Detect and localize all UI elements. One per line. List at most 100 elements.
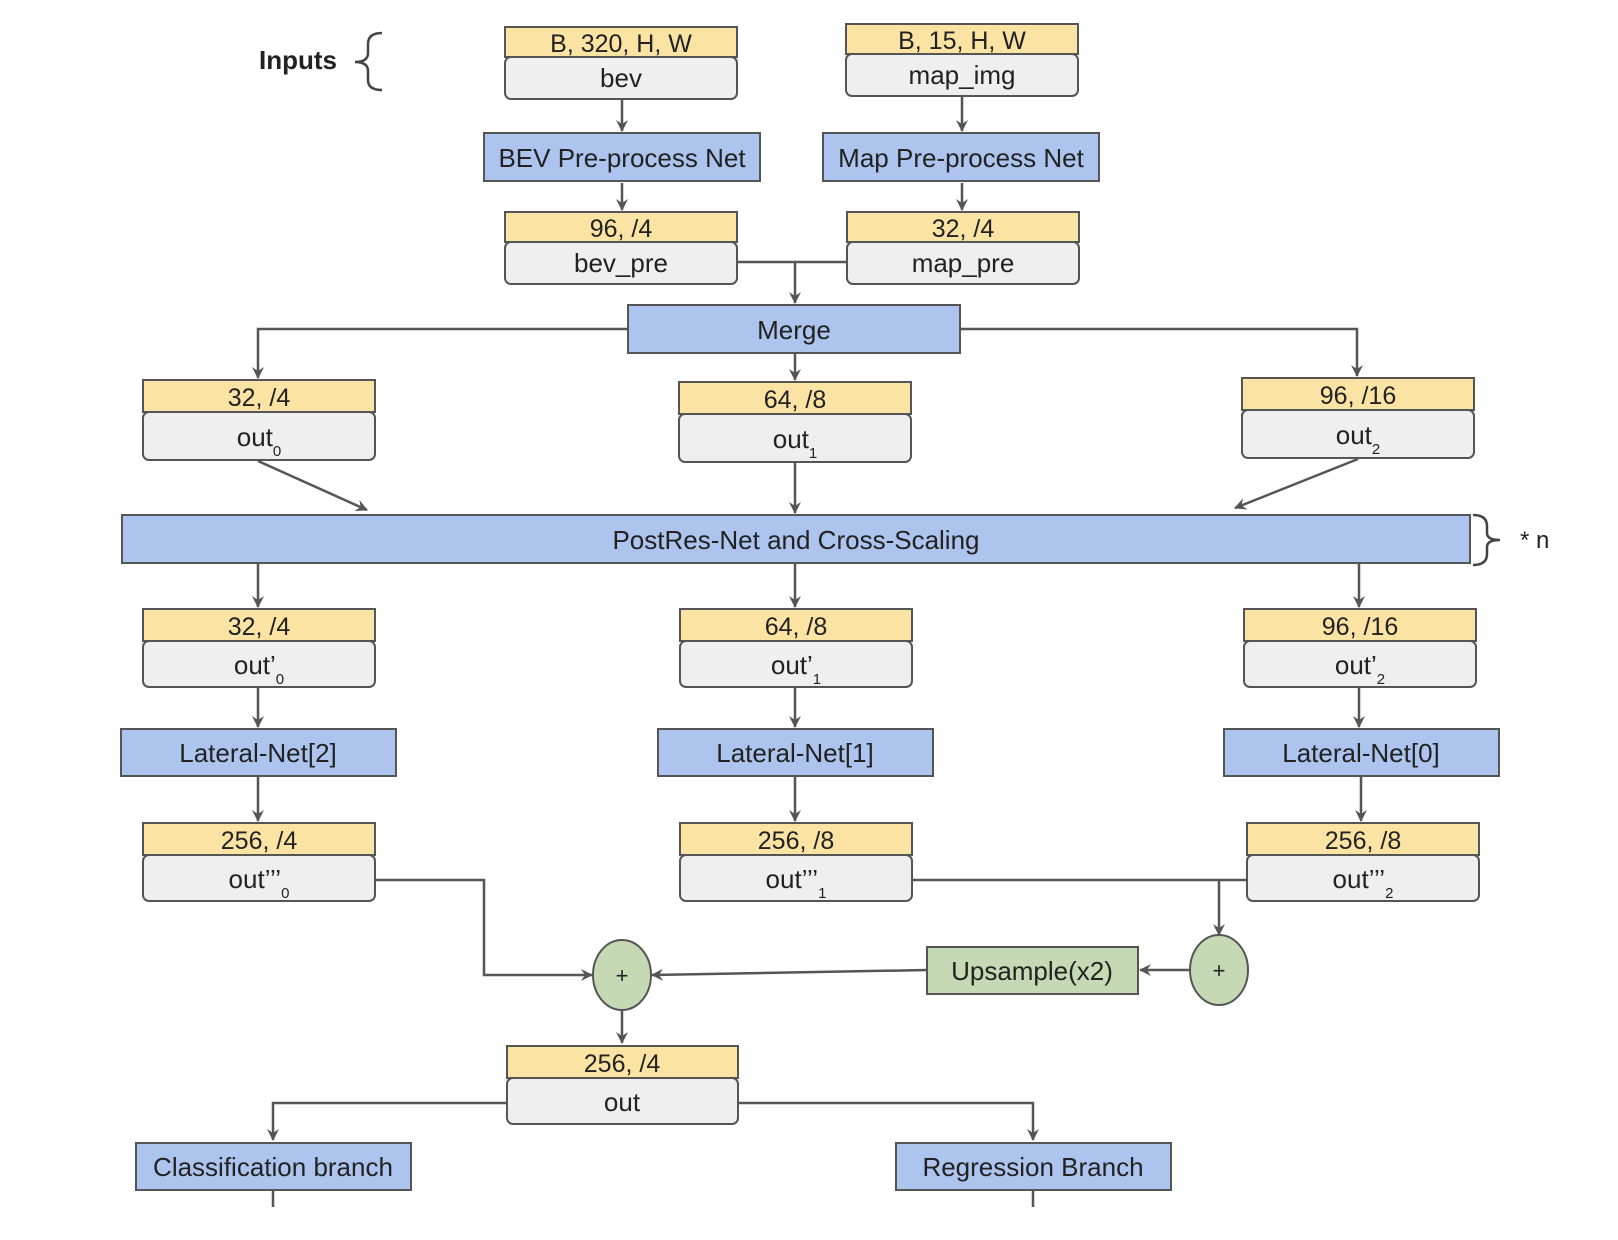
dim-box	[1246, 822, 1480, 856]
tensor-out-prime-1: 64, /8 out’1	[679, 608, 913, 688]
dim-label: 256, /4	[584, 1050, 661, 1078]
edge-merge-to-out0	[252, 327, 628, 379]
module-box	[120, 728, 397, 777]
inputs-label: Inputs	[259, 45, 337, 75]
module-box	[135, 1142, 412, 1191]
edge-out-to-regression	[738, 1101, 1039, 1141]
name-box	[679, 854, 913, 902]
dim-box	[845, 23, 1079, 55]
name-text: out’’’	[766, 864, 819, 894]
name-box	[142, 411, 376, 461]
dim-label: 256, /8	[758, 827, 834, 855]
dim-box	[678, 381, 912, 415]
edge-out2-to-postres	[1234, 457, 1359, 510]
tensor-bev-pre: 96, /4 bev_pre	[504, 211, 738, 285]
edge-merge-to-out2	[960, 327, 1363, 377]
add-circle	[1189, 934, 1249, 1006]
name-text: out’	[771, 650, 813, 680]
name-label: out’’’2	[1333, 864, 1394, 902]
name-text: out	[237, 422, 274, 452]
dim-label: 96, /16	[1322, 613, 1398, 641]
tensor-map-input: B, 15, H, W map_img	[845, 23, 1079, 97]
name-label: map_img	[909, 60, 1016, 90]
tensor-out-triple-prime-1: 256, /8 out’’’1	[679, 822, 913, 902]
module-bev-prenet: BEV Pre-process Net	[483, 132, 761, 182]
tensor-out-triple-prime-0: 256, /4 out’’’0	[142, 822, 376, 902]
dim-label: 32, /4	[228, 384, 291, 412]
dim-box	[506, 1045, 739, 1079]
tensor-out-prime-0: 32, /4 out’0	[142, 608, 376, 688]
add-op-right: +	[1189, 934, 1249, 1006]
dim-box	[504, 26, 738, 58]
edges	[252, 97, 1367, 1207]
name-text: out’	[234, 650, 276, 680]
module-box	[1223, 728, 1500, 777]
name-text: out	[1336, 420, 1373, 450]
name-label: out	[604, 1087, 641, 1117]
add-circle	[592, 939, 652, 1011]
module-label: Lateral-Net[2]	[179, 738, 337, 768]
name-box	[846, 241, 1080, 285]
name-label: out’1	[771, 650, 821, 688]
name-subscript: 0	[281, 885, 289, 902]
name-label: map_pre	[912, 248, 1015, 278]
name-label: out2	[1336, 420, 1381, 458]
module-lateral-1: Lateral-Net[1]	[657, 728, 934, 777]
module-merge: Merge	[627, 304, 961, 354]
module-postres: PostRes-Net and Cross-Scaling	[121, 514, 1471, 564]
name-text: out	[773, 424, 810, 454]
name-label: out’2	[1335, 650, 1385, 688]
module-classification-branch: Classification branch	[135, 1142, 412, 1191]
dim-label: 32, /4	[932, 215, 995, 243]
module-lateral-2: Lateral-Net[2]	[120, 728, 397, 777]
tensor-out-0: 32, /4 out0	[142, 379, 376, 461]
module-label: Classification branch	[153, 1152, 393, 1182]
tensor-map-pre: 32, /4 map_pre	[846, 211, 1080, 285]
name-box	[845, 53, 1079, 97]
repeat-brace	[1472, 513, 1501, 567]
name-box	[142, 854, 376, 902]
dim-box	[142, 608, 376, 642]
module-upsample: Upsample(x2)	[926, 946, 1139, 995]
edge-out0-to-postres	[257, 459, 368, 512]
name-subscript: 0	[273, 443, 281, 460]
module-label: Merge	[757, 315, 831, 345]
name-subscript: 2	[1377, 671, 1385, 688]
dim-box	[142, 379, 376, 413]
name-subscript: 0	[276, 671, 284, 688]
tensor-out-2: 96, /16 out2	[1241, 377, 1475, 459]
module-box	[657, 728, 934, 777]
module-label: Lateral-Net[1]	[716, 738, 874, 768]
name-box	[1243, 640, 1477, 688]
name-label: out0	[237, 422, 282, 460]
module-label: BEV Pre-process Net	[498, 143, 746, 173]
module-box	[822, 132, 1100, 182]
name-label: bev_pre	[574, 248, 668, 278]
name-subscript: 1	[818, 885, 826, 902]
dim-box	[1241, 377, 1475, 411]
name-subscript: 1	[813, 671, 821, 688]
dim-box	[1243, 608, 1477, 642]
dim-label: 96, /4	[590, 215, 653, 243]
name-box	[504, 241, 738, 285]
name-label: out1	[773, 424, 818, 462]
inputs-brace	[354, 31, 383, 92]
tensor-out-triple-prime-2: 256, /8 out’’’2	[1246, 822, 1480, 902]
name-label: out’’’1	[766, 864, 827, 902]
edge-out-to-classification	[267, 1101, 507, 1141]
edge-outppp0-to-add-left	[375, 878, 593, 981]
module-box	[627, 304, 961, 354]
dim-box	[679, 608, 913, 642]
name-box	[506, 1077, 739, 1125]
add-op-left: +	[592, 939, 652, 1011]
name-label: out’’’0	[229, 864, 290, 902]
name-box	[1246, 854, 1480, 902]
name-box	[678, 413, 912, 463]
module-label: Map Pre-process Net	[838, 143, 1084, 173]
name-text: out’’’	[1333, 864, 1386, 894]
dim-box	[846, 211, 1080, 243]
name-text: out’’’	[229, 864, 282, 894]
tensor-out-final: 256, /4 out	[506, 1045, 739, 1125]
name-subscript: 1	[809, 445, 817, 462]
